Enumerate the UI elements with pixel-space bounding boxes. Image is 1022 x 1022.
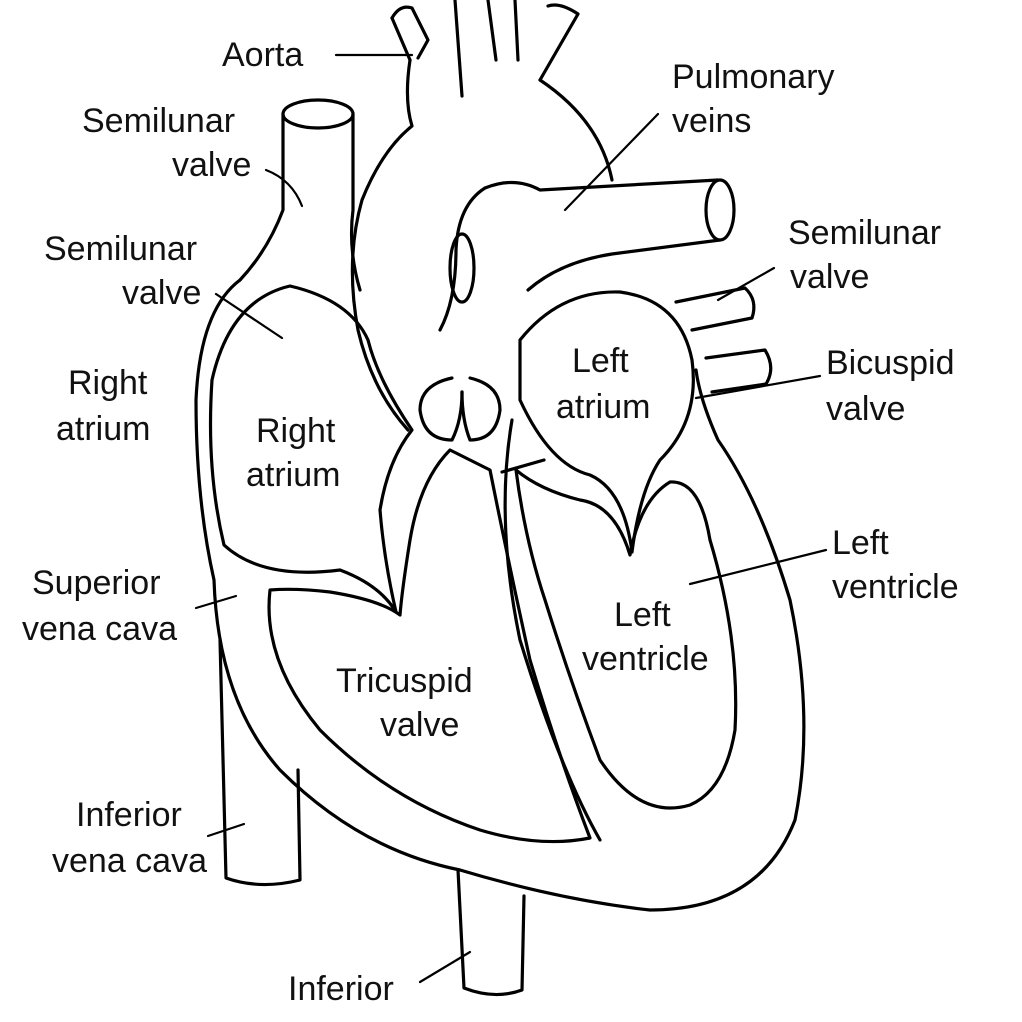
leader-inferior-bottom (418, 950, 472, 984)
label-pulmonary-veins-1: Pulmonary (672, 58, 835, 96)
septum-valve-mark (500, 458, 546, 474)
right-vessel-upper (674, 286, 756, 332)
label-semilunar-top-left-2: valve (172, 146, 251, 184)
label-semilunar-mid-left-1: Semilunar (44, 230, 197, 268)
heart-outer-wall (194, 278, 806, 912)
label-tricuspid-1: Tricuspid (336, 662, 473, 700)
right-ventricle-chamber (267, 448, 592, 844)
pulmonary-vein-opening (704, 178, 736, 242)
label-right-atrium-inner-1: Right (256, 412, 336, 450)
label-left-atrium-1: Left (572, 342, 629, 380)
label-semilunar-right-1: Semilunar (788, 214, 941, 252)
leader-bicuspid (694, 374, 822, 400)
label-semilunar-top-left-1: Semilunar (82, 102, 235, 140)
label-semilunar-right-2: valve (790, 258, 869, 296)
aorta-branch-left (390, 5, 430, 60)
label-left-ventricle-inner-1: Left (614, 596, 671, 634)
label-bicuspid-1: Bicuspid (826, 344, 955, 382)
label-bicuspid-2: valve (826, 390, 905, 428)
pulmonary-trunk (238, 112, 362, 292)
right-atrium-chamber (208, 284, 414, 614)
label-left-ventricle-inner-2: ventricle (582, 640, 709, 678)
aorta-arch (350, 58, 414, 432)
pulmonary-vein-inner (438, 186, 487, 332)
pulmonary-trunk-top (281, 98, 355, 130)
pulmonary-vein-lower (526, 238, 722, 292)
label-left-atrium-2: atrium (556, 388, 650, 426)
aorta-arch-right (538, 78, 614, 182)
label-pulmonary-veins-2: veins (672, 102, 751, 140)
leader-semilunar-top-left (264, 168, 304, 208)
leader-semilunar-right (716, 266, 776, 302)
center-valve-left (418, 376, 464, 442)
label-superior-vena-cava-2: vena cava (22, 610, 177, 648)
left-atrium-chamber (518, 290, 695, 554)
label-inferior-vena-cava-2: vena cava (52, 842, 207, 880)
leader-semilunar-mid-left (214, 292, 284, 340)
aorta-branch-middle (453, 0, 498, 98)
leader-lines (194, 53, 828, 984)
left-ventricle-chamber (514, 468, 738, 810)
leader-inferior-vena-cava (206, 822, 246, 838)
leader-pulmonary-veins (563, 112, 660, 212)
aorta-branch-right (513, 0, 580, 82)
leader-superior-vena-cava (194, 594, 238, 610)
labels: Aorta Pulmonary veins Semilunar valve Se… (22, 36, 959, 1008)
label-right-atrium-inner-2: atrium (246, 456, 340, 494)
descending-vessel (456, 868, 526, 997)
aorta-branch-left-inner (390, 16, 412, 62)
heart-body (194, 278, 806, 912)
leader-left-ventricle (688, 548, 828, 586)
label-right-atrium-outer-2: atrium (56, 410, 150, 448)
vessel-outlines (218, 0, 773, 997)
label-aorta: Aorta (222, 36, 303, 74)
septum (503, 418, 602, 842)
label-left-ventricle-outer-2: ventricle (832, 568, 959, 606)
label-semilunar-mid-left-2: valve (122, 274, 201, 312)
label-inferior-vena-cava-1: Inferior (76, 796, 182, 834)
label-right-atrium-outer-1: Right (68, 364, 148, 402)
pulmonary-valve-bulge (448, 232, 476, 304)
right-vessel-lower (704, 348, 773, 394)
label-superior-vena-cava-1: Superior (32, 564, 161, 602)
center-valve-right (460, 376, 502, 442)
label-tricuspid-2: valve (380, 706, 459, 744)
label-left-ventricle-outer-1: Left (832, 524, 889, 562)
label-inferior-bottom: Inferior (288, 970, 394, 1008)
inferior-vena-cava-left (218, 638, 302, 887)
pulmonary-vein-upper (483, 178, 720, 192)
